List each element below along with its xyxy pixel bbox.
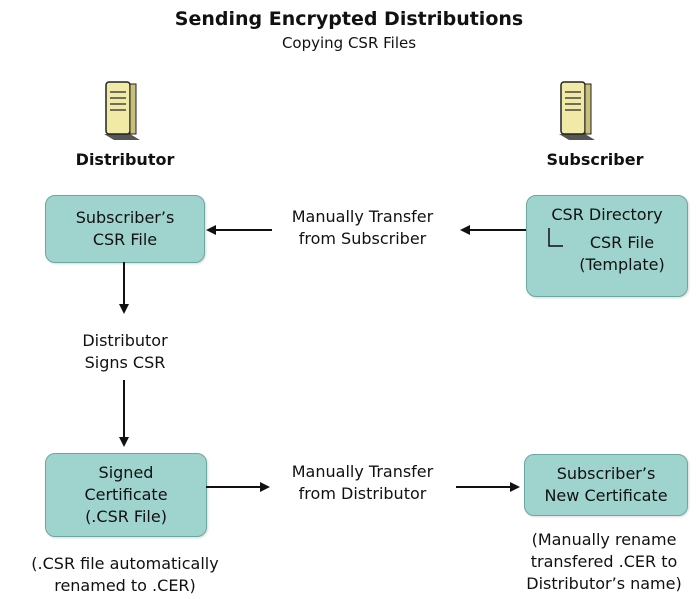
csr-directory-title: CSR Directory bbox=[551, 205, 663, 224]
box-line: Subscriber’s bbox=[75, 208, 175, 227]
signed-certificate-box: Signed Certificate (.CSR File) bbox=[45, 453, 207, 537]
subscriber-csr-file-box: Subscriber’s CSR File bbox=[45, 195, 205, 263]
subscriber-server-icon bbox=[553, 78, 597, 142]
note-line: Distributor’s name) bbox=[526, 574, 682, 593]
new-certificate-box: Subscriber’s New Certificate bbox=[524, 454, 688, 516]
box-line: Certificate bbox=[84, 485, 168, 504]
note-line: renamed to .CER) bbox=[54, 576, 196, 595]
subscriber-label: Subscriber bbox=[546, 150, 644, 169]
box-line: CSR File bbox=[92, 230, 158, 249]
template-label: (Template) bbox=[579, 255, 665, 274]
note-line: (Manually rename bbox=[531, 530, 677, 549]
csr-file-label: CSR File bbox=[589, 233, 655, 252]
label-line: Signs CSR bbox=[84, 353, 166, 372]
box-line: Signed bbox=[98, 463, 154, 482]
auto-rename-note: (.CSR file automatically renamed to .CER… bbox=[0, 553, 250, 597]
box-line: Subscriber’s bbox=[556, 464, 656, 483]
diagram-subtitle: Copying CSR Files bbox=[281, 34, 417, 52]
transfer-from-subscriber-label: Manually Transfer from Subscriber bbox=[255, 206, 470, 250]
distributor-label: Distributor bbox=[75, 150, 175, 169]
note-line: transfered .CER to bbox=[530, 552, 678, 571]
label-line: Manually Transfer bbox=[291, 462, 434, 481]
tree-connector-icon bbox=[548, 228, 563, 247]
csr-file-tree: CSR File (Template) bbox=[527, 226, 687, 286]
distributor-server-icon bbox=[98, 78, 142, 142]
box-line: New Certificate bbox=[544, 486, 668, 505]
box-line: (.CSR File) bbox=[85, 507, 167, 526]
transfer-from-distributor-label: Manually Transfer from Distributor bbox=[255, 461, 470, 505]
diagram-title: Sending Encrypted Distributions bbox=[174, 8, 524, 30]
label-line: from Distributor bbox=[298, 484, 427, 503]
label-line: Manually Transfer bbox=[291, 207, 434, 226]
distributor-signs-label: Distributor Signs CSR bbox=[50, 330, 200, 374]
label-line: Distributor bbox=[82, 331, 168, 350]
manual-rename-note: (Manually rename transfered .CER to Dist… bbox=[510, 529, 698, 595]
label-line: from Subscriber bbox=[298, 229, 427, 248]
note-line: (.CSR file automatically bbox=[31, 554, 219, 573]
csr-directory-box: CSR Directory CSR File (Template) bbox=[526, 195, 688, 297]
